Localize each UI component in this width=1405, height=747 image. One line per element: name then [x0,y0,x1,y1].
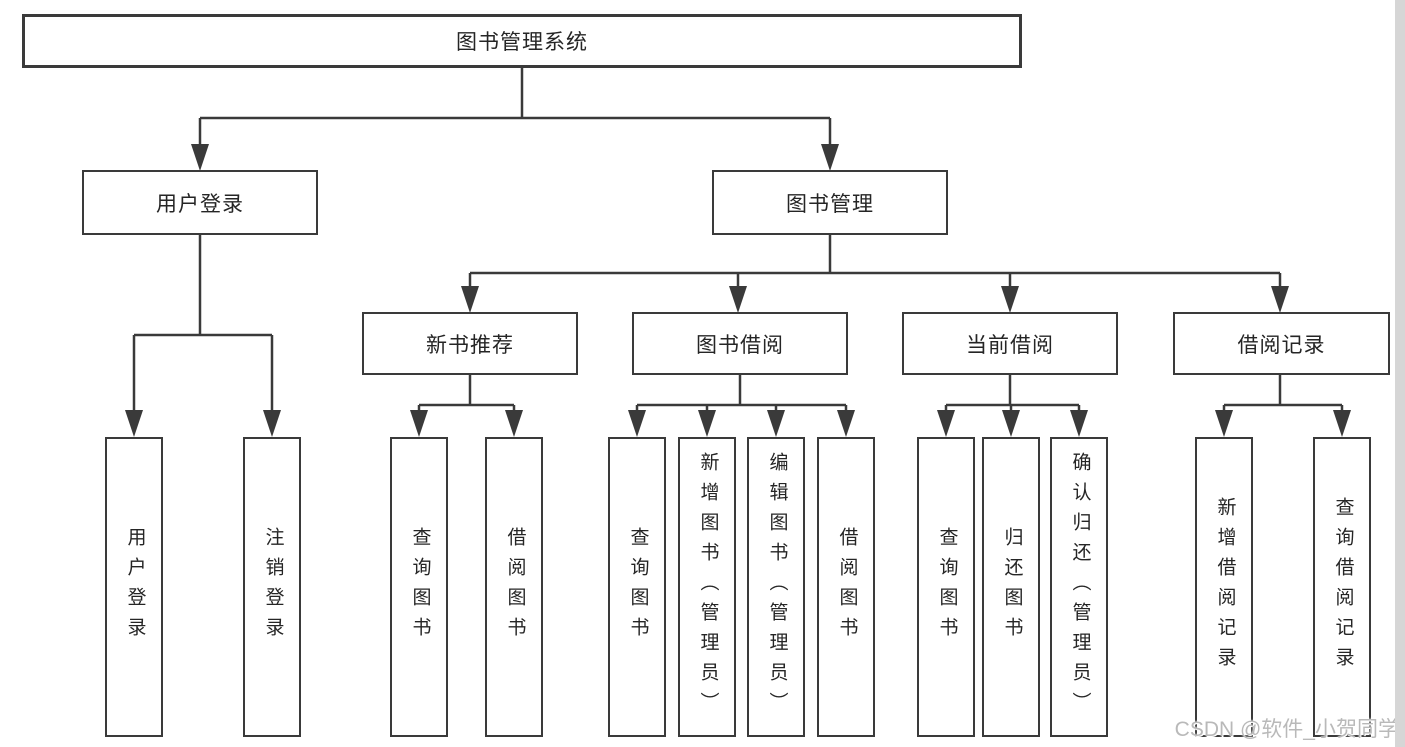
node-new-book-recommendation: 新书推荐 [362,312,578,375]
node-label: 注销登录 [262,527,284,647]
node-label: 查询图书 [409,527,431,647]
node-label: 用户登录 [156,192,244,216]
node-label: 查询图书 [936,527,958,647]
leaf-edit-books-admin: 编辑图书（管理员） [747,437,805,737]
node-label: 编辑图书（管理员） [766,452,788,722]
node-label: 当前借阅 [966,333,1054,357]
node-label: 确认归还（管理员） [1069,452,1091,722]
node-borrowing-records: 借阅记录 [1173,312,1390,375]
leaf-add-borrow-record: 新增借阅记录 [1195,437,1253,737]
leaf-query-borrow-record: 查询借阅记录 [1313,437,1371,737]
node-label: 查询借阅记录 [1332,497,1354,677]
leaf-query-books-borrowing: 查询图书 [608,437,666,737]
node-label: 用户登录 [124,527,146,647]
leaf-query-books-recommend: 查询图书 [390,437,448,737]
leaf-confirm-return-admin: 确认归还（管理员） [1050,437,1108,737]
leaf-return-books: 归还图书 [982,437,1040,737]
node-label: 借阅记录 [1237,333,1326,357]
node-library-management-system: 图书管理系统 [22,14,1022,68]
leaf-borrow-books-recommend: 借阅图书 [485,437,543,737]
node-user-login: 用户登录 [82,170,318,235]
node-label: 归还图书 [1001,527,1023,647]
leaf-user-login: 用户登录 [105,437,163,737]
node-label: 新书推荐 [426,333,514,357]
leaf-logout: 注销登录 [243,437,301,737]
node-label: 图书管理系统 [456,31,588,54]
node-current-borrowing: 当前借阅 [902,312,1118,375]
node-label: 借阅图书 [836,527,858,647]
node-label: 查询图书 [627,527,649,647]
right-edge-strip [1395,0,1405,747]
leaf-add-books-admin: 新增图书（管理员） [678,437,736,737]
node-book-management: 图书管理 [712,170,948,235]
node-label: 新增借阅记录 [1214,497,1236,677]
leaf-query-books-current: 查询图书 [917,437,975,737]
csdn-watermark: CSDN @软件_小贺同学 [1174,718,1399,741]
node-label: 图书借阅 [696,333,784,357]
leaf-borrow-books-borrowing: 借阅图书 [817,437,875,737]
node-label: 借阅图书 [504,527,526,647]
node-label: 图书管理 [786,192,874,216]
node-label: 新增图书（管理员） [697,452,719,722]
node-book-borrowing: 图书借阅 [632,312,848,375]
